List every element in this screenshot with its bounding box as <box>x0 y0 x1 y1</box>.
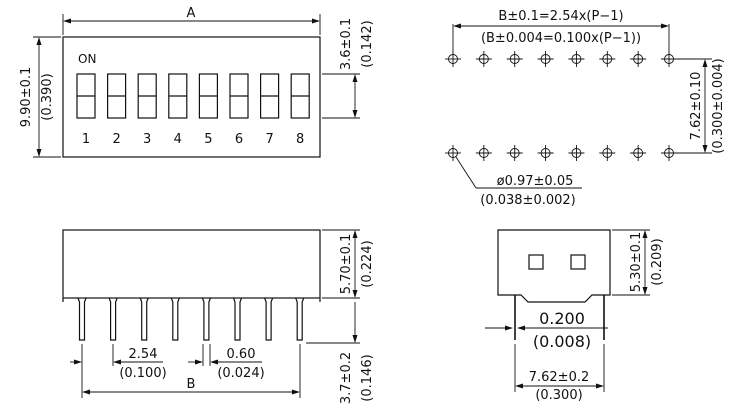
hole-leader <box>455 156 477 189</box>
pin-thk-mm-label: 0.200 <box>539 309 585 328</box>
side-pin <box>77 297 87 341</box>
arrow-right <box>596 383 604 389</box>
on-label: ON <box>78 52 96 66</box>
arrow-up <box>702 59 708 67</box>
arrow-left <box>82 389 90 395</box>
switch-body-outline <box>62 36 321 158</box>
switch-row: 1 2 3 4 5 6 7 8 <box>76 73 310 147</box>
switch-number: 3 <box>143 132 151 147</box>
end-body-outline <box>497 229 611 303</box>
pin-thk-in-label: (0.008) <box>533 332 591 351</box>
row-mm-label: 7.62±0.10 <box>689 72 704 141</box>
pinw-mm-label: 0.60 <box>227 347 256 362</box>
arrow-down <box>352 110 358 118</box>
arrow-right <box>74 359 82 365</box>
switch-number: 2 <box>112 132 120 147</box>
end-height-in-label: (0.209) <box>650 238 665 285</box>
pinw-in-label: (0.024) <box>217 366 264 381</box>
row-in-label: (0.300±0.004) <box>711 58 726 153</box>
arrow-up <box>36 37 42 45</box>
lever-mm-label: 3.6±0.1 <box>339 18 354 70</box>
body-mm-label: 5.70±0.1 <box>339 234 354 295</box>
arrow-left <box>517 325 525 331</box>
pitch-in-label: (B±0.004=0.100x(P−1)) <box>481 31 641 46</box>
end-window-right <box>570 254 586 270</box>
side-pitch-in-label: (0.100) <box>119 366 166 381</box>
end-window-left <box>528 254 544 270</box>
arrow-right <box>505 325 513 331</box>
switch-number: 4 <box>174 132 182 147</box>
pitch-mm-label: B±0.1=2.54x(P−1) <box>498 9 623 24</box>
side-pin <box>170 297 180 341</box>
side-pin <box>108 297 118 341</box>
hole-in-label: (0.038±0.002) <box>480 193 575 208</box>
top-view: A ON 1 2 3 4 5 6 7 8 9.90±0.1 (0.390) 3.6±0.1 (… <box>19 6 375 158</box>
arrow-down <box>352 290 358 298</box>
arrow-down <box>642 287 648 295</box>
arrow-down <box>36 149 42 157</box>
switch-number: 7 <box>265 132 273 147</box>
side-view: 5.70±0.1 (0.224) 3.7±0.2 (0.146) 2.54 (0… <box>62 229 375 404</box>
side-pin-outline <box>170 297 180 341</box>
body-in-label: (0.224) <box>360 240 375 287</box>
side-pin-outline <box>264 297 274 341</box>
arrow-down <box>702 145 708 153</box>
side-pin-outline <box>77 297 87 341</box>
pinlen-in-label: (0.146) <box>360 354 375 401</box>
side-pin-outline <box>108 297 118 341</box>
switch-number: 6 <box>235 132 243 147</box>
end-view: 5.30±0.1 (0.209) 0.200 (0.008) 7.62±0.2 … <box>485 229 665 403</box>
dim-b-label: B <box>187 377 196 392</box>
arrow-left <box>63 18 71 24</box>
end-row-in-label: (0.300) <box>535 388 582 403</box>
side-pin <box>139 297 149 341</box>
arrow-left <box>453 23 461 29</box>
height-in-label: (0.390) <box>40 73 55 120</box>
height-mm-label: 9.90±0.1 <box>19 67 34 128</box>
side-pin <box>232 297 243 341</box>
hole-mm-label: ø0.97±0.05 <box>497 174 574 189</box>
arrow-left <box>113 359 121 365</box>
side-pin <box>264 297 274 341</box>
side-pin-outline <box>201 297 211 341</box>
switch-number: 5 <box>204 132 212 147</box>
lever-in-label: (0.142) <box>360 20 375 67</box>
side-pin <box>201 297 211 341</box>
switch-number: 8 <box>296 132 304 147</box>
pin-hole-grid <box>445 51 678 161</box>
arrow-right <box>312 18 320 24</box>
side-pin-row <box>77 297 305 341</box>
arrow-right <box>195 359 203 365</box>
pinlen-mm-label: 3.7±0.2 <box>339 352 354 404</box>
arrow-left <box>210 359 218 365</box>
switch-number: 1 <box>82 132 90 147</box>
arrow-up <box>642 230 648 238</box>
side-body-outline <box>62 229 321 299</box>
end-height-mm-label: 5.30±0.1 <box>629 232 644 293</box>
arrow-up <box>352 230 358 238</box>
arrow-right <box>661 23 669 29</box>
side-pitch-mm-label: 2.54 <box>129 347 158 362</box>
side-pin-outline <box>232 297 243 341</box>
side-pin-outline <box>295 297 305 341</box>
arrow-down <box>352 335 358 343</box>
arrow-right <box>292 389 300 395</box>
arrow-up <box>352 74 358 82</box>
dim-a-label: A <box>187 6 196 21</box>
side-pin-outline <box>139 297 149 341</box>
end-row-mm-label: 7.62±0.2 <box>529 370 590 385</box>
arrow-left <box>515 383 523 389</box>
pin-layout-view: B±0.1=2.54x(P−1) (B±0.004=0.100x(P−1)) 7… <box>445 9 726 208</box>
side-pin <box>295 297 305 341</box>
